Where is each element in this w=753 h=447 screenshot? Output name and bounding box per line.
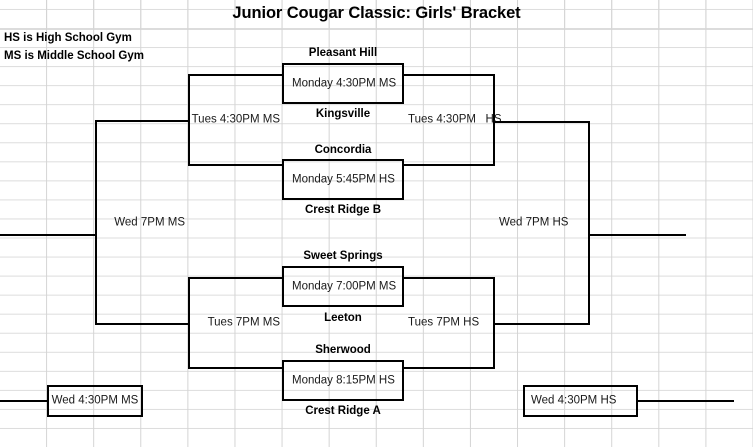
team-label-kingsville: Kingsville: [315, 108, 371, 120]
connector-r4-right-out: [636, 400, 734, 402]
game-box-r1-g4[interactable]: Monday 8:15PM HS: [282, 360, 404, 401]
game-box-r2-left-bottom[interactable]: Tues 7PM MS: [188, 277, 283, 369]
game-label-r3-right: Wed 7PM HS: [499, 216, 569, 229]
game-box-r2-left-top[interactable]: Tues 4:30PM MS: [188, 74, 283, 166]
team-label-pleasant-hill: Pleasant Hill: [308, 47, 378, 59]
game-box-r1-g2[interactable]: Monday 5:45PM HS: [282, 159, 404, 200]
game-label-r1-g3: Monday 7:00PM MS: [292, 279, 397, 292]
game-label-r1-g1: Monday 4:30PM MS: [292, 76, 397, 89]
game-label-r1-g4: Monday 8:15PM HS: [292, 373, 395, 386]
connector-r3-left-out: [0, 234, 96, 236]
game-box-r3-right[interactable]: Wed 7PM HS: [495, 121, 590, 325]
legend-ms: MS is Middle School Gym: [4, 50, 144, 62]
connector-r4-left-in: [0, 400, 48, 402]
game-label-r2-right-top: Tues 4:30PM HS: [408, 113, 502, 126]
game-box-r4-right[interactable]: Wed 4:30PM HS: [523, 385, 638, 417]
team-label-concordia: Concordia: [314, 144, 372, 156]
game-box-r2-right-bottom[interactable]: Tues 7PM HS: [404, 277, 495, 369]
game-label-r2-left-top: Tues 4:30PM MS: [191, 113, 280, 126]
game-box-r3-left[interactable]: Wed 7PM MS: [95, 120, 188, 325]
team-label-sweet-springs: Sweet Springs: [303, 250, 383, 262]
game-box-r4-left[interactable]: Wed 4:30PM MS: [47, 385, 143, 417]
team-label-crest-ridge-a: Crest Ridge A: [305, 405, 381, 417]
game-label-r3-left: Wed 7PM MS: [114, 215, 185, 228]
team-label-crest-ridge-b: Crest Ridge B: [304, 204, 382, 216]
game-box-r1-g1[interactable]: Monday 4:30PM MS: [282, 63, 404, 104]
team-label-sherwood: Sherwood: [315, 344, 371, 356]
connector-r3-right-out: [588, 234, 686, 236]
game-label-r2-left-bottom: Tues 7PM MS: [207, 316, 280, 329]
game-box-r1-g3[interactable]: Monday 7:00PM MS: [282, 266, 404, 307]
game-label-r4-left: Wed 4:30PM MS: [51, 394, 139, 407]
page-title: Junior Cougar Classic: Girls' Bracket: [232, 4, 521, 22]
game-label-r1-g2: Monday 5:45PM HS: [292, 172, 395, 185]
legend-hs: HS is High School Gym: [4, 32, 132, 44]
game-label-r4-right: Wed 4:30PM HS: [531, 394, 617, 407]
game-label-r2-right-bottom: Tues 7PM HS: [408, 316, 480, 329]
team-label-leeton: Leeton: [324, 312, 362, 324]
game-box-r2-right-top[interactable]: Tues 4:30PM HS: [404, 74, 502, 166]
